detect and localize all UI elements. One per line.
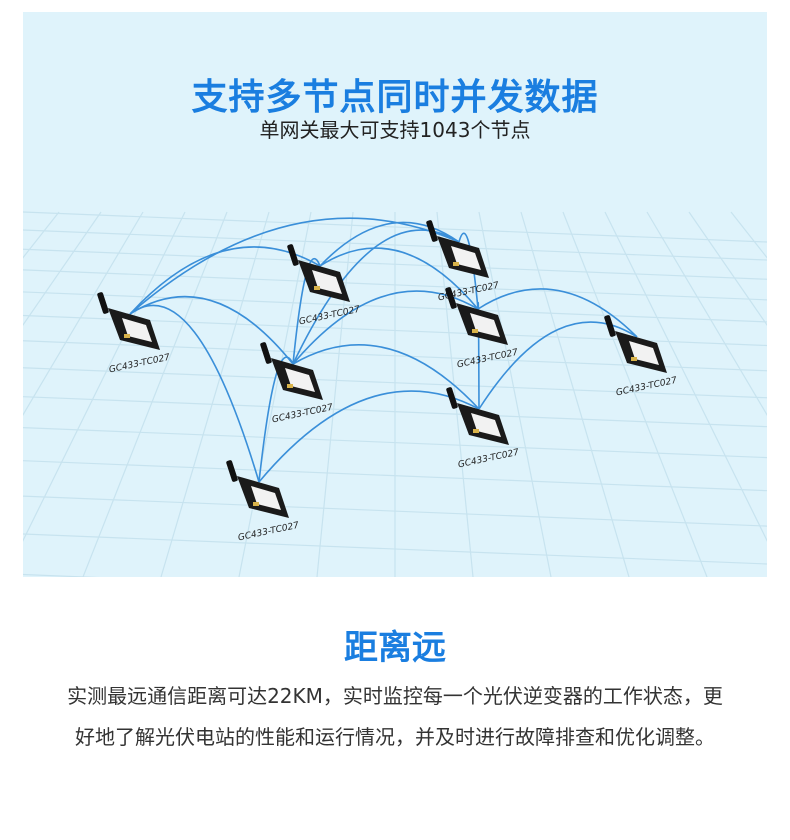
node-label: GC433-TC027 bbox=[271, 403, 334, 426]
antenna-icon bbox=[287, 244, 299, 266]
page-title: 支持多节点同时并发数据 bbox=[191, 77, 599, 118]
network-diagram: GC433-TC027GC433-TC027GC433-TC027GC433-T… bbox=[23, 211, 767, 577]
perspective-grid bbox=[23, 211, 767, 577]
wireless-link bbox=[458, 232, 479, 310]
antenna-icon bbox=[446, 387, 458, 409]
connector bbox=[287, 384, 293, 388]
page-subtitle: 单网关最大可支持1043个节点 bbox=[259, 118, 531, 142]
connector bbox=[314, 286, 320, 290]
node-label: GC433-TC027 bbox=[457, 448, 520, 471]
antenna-icon bbox=[426, 220, 438, 242]
wireless-link bbox=[319, 221, 460, 267]
connector bbox=[473, 429, 479, 433]
device-node: GC433-TC027 bbox=[604, 315, 678, 399]
wireless-link bbox=[129, 304, 260, 483]
wireless-link bbox=[292, 229, 460, 365]
node-label: GC433-TC027 bbox=[298, 305, 361, 328]
antenna-icon bbox=[445, 287, 457, 309]
wireless-link bbox=[292, 290, 479, 365]
device-node: GC433-TC027 bbox=[97, 292, 171, 375]
antenna-icon bbox=[604, 315, 616, 337]
wireless-link bbox=[129, 217, 460, 315]
wireless-link bbox=[477, 288, 638, 338]
node-label: GC433-TC027 bbox=[615, 376, 678, 399]
wireless-link bbox=[129, 246, 321, 315]
connector bbox=[472, 329, 478, 333]
connector bbox=[253, 502, 259, 506]
antenna-icon bbox=[260, 342, 272, 364]
section-description: 实测最远通信距离可达22KM，实时监控每一个光伏逆变器的工作状态，更好地了解光伏… bbox=[67, 684, 723, 749]
device-node: GC433-TC027 bbox=[226, 460, 300, 544]
antenna-icon bbox=[97, 292, 109, 314]
wireless-links bbox=[129, 217, 638, 483]
wireless-link bbox=[258, 390, 480, 483]
wireless-link bbox=[258, 356, 294, 483]
wireless-link bbox=[319, 247, 479, 310]
wireless-link bbox=[129, 295, 294, 365]
connector bbox=[453, 262, 459, 266]
connector bbox=[631, 357, 637, 361]
connector bbox=[124, 334, 130, 338]
antenna-icon bbox=[226, 460, 238, 482]
section-title: 距离远 bbox=[344, 628, 446, 668]
node-label: GC433-TC027 bbox=[237, 521, 300, 544]
wireless-link bbox=[292, 344, 480, 410]
wireless-link bbox=[478, 321, 638, 410]
